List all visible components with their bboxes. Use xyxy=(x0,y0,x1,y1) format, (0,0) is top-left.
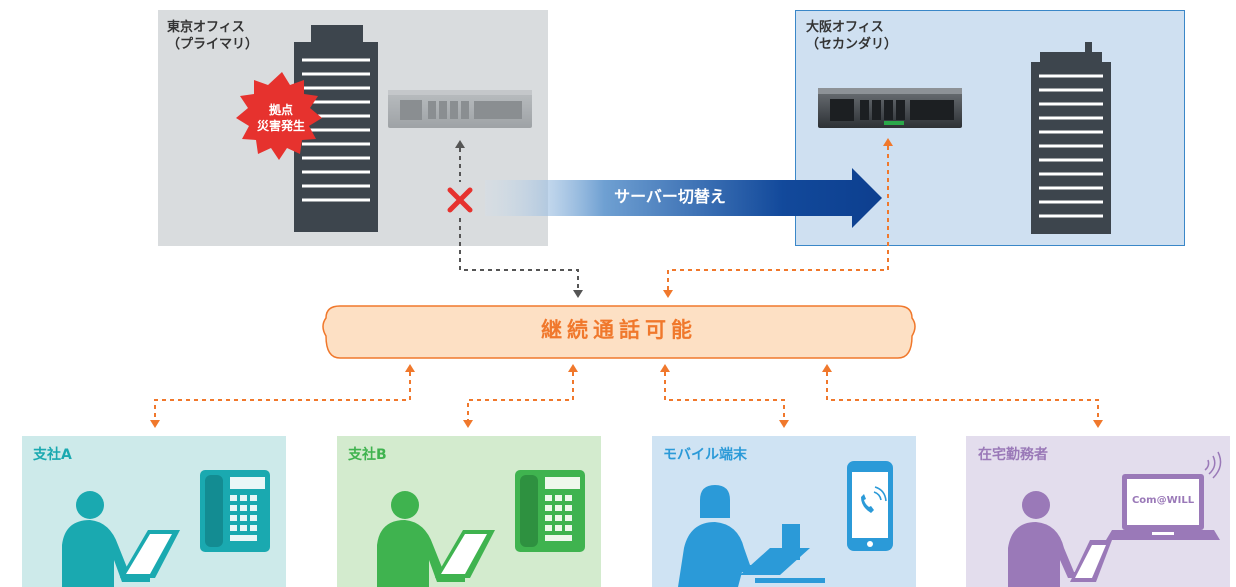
branch-connectors xyxy=(154,372,1099,420)
osaka-server-icon xyxy=(818,88,962,128)
branch-label-a: 支社A xyxy=(33,447,72,463)
arrow-head xyxy=(883,138,893,146)
server-switch-arrow xyxy=(485,168,882,228)
branch-label-remote: 在宅勤務者 xyxy=(978,447,1048,463)
arrow-head xyxy=(455,140,465,148)
failure-cross-icon xyxy=(447,187,473,213)
smartphone-icon xyxy=(847,461,893,551)
tokyo-office-title: 東京オフィス （プライマリ） xyxy=(167,20,259,52)
arrow-head xyxy=(150,420,160,428)
large-laptop-icon xyxy=(1106,474,1220,540)
branch-b-laptop-icon xyxy=(435,530,495,578)
continuous-call-banner xyxy=(322,305,916,359)
remote-desk-laptop-icon xyxy=(1070,540,1112,582)
arrow-head xyxy=(568,364,578,372)
arrow-head xyxy=(663,290,673,298)
arrow-head xyxy=(1093,420,1103,428)
arrow-head xyxy=(405,364,415,372)
arrow-head xyxy=(822,364,832,372)
disaster-burst-icon xyxy=(236,72,322,160)
branch-a-desk-phone-icon xyxy=(200,470,270,552)
wifi-signal-icon xyxy=(1204,451,1222,479)
branch-b-desk-phone-icon xyxy=(515,470,585,552)
arrow-head xyxy=(573,290,583,298)
arrow-head xyxy=(463,420,473,428)
branch-a-laptop-icon xyxy=(120,530,180,578)
laptop-screen-text: Com@WILL xyxy=(1131,495,1195,506)
arrow-head xyxy=(660,364,670,372)
server-switch-label: サーバー切替え xyxy=(614,187,726,206)
tokyo-connection-line xyxy=(459,148,579,290)
branch-label-b: 支社B xyxy=(348,447,387,463)
branch-label-mobile: モバイル端末 xyxy=(663,447,747,463)
tokyo-server-icon xyxy=(388,90,532,128)
continuous-call-label: 継続通話可能 xyxy=(541,318,697,342)
osaka-connection-line xyxy=(667,146,889,290)
disaster-label: 拠点 災害発生 xyxy=(256,103,305,133)
remote-worker-person-icon xyxy=(1008,491,1094,587)
osaka-building-icon xyxy=(1031,42,1111,234)
mobile-desk-icon xyxy=(740,524,825,583)
osaka-office-title: 大阪オフィス （セカンダリ） xyxy=(806,20,898,52)
arrow-head xyxy=(779,420,789,428)
